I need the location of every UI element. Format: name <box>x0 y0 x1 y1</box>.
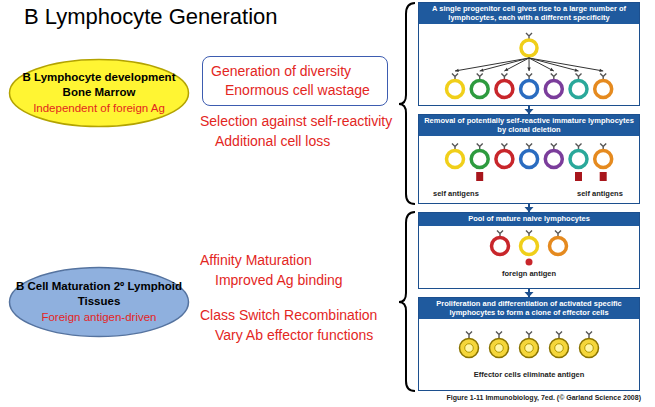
annotation-label: Additional cell loss <box>215 133 330 149</box>
outlined-box: Generation of diversityEnormous cell was… <box>202 56 388 106</box>
annotation-label: Class Switch Recombination <box>200 307 377 323</box>
lymphocyte <box>521 81 538 98</box>
curly-bracket <box>399 212 415 391</box>
lymphocyte <box>490 339 509 358</box>
ellipse-node: B Cell Maturation 2º Lymphoid TissuesFor… <box>8 266 190 338</box>
box-text: Generation of diversity <box>211 62 379 81</box>
cell-receptor <box>526 332 532 339</box>
annotation-label: Vary Ab effector functions <box>215 327 373 343</box>
foreign-antigen <box>526 259 533 266</box>
self-antigen <box>600 172 607 181</box>
cell-receptor <box>556 332 562 339</box>
panel-label: foreign antigen <box>419 269 639 278</box>
ellipse-node: B Lymphocyte development Bone MarrowInde… <box>8 58 190 128</box>
lymphocyte <box>520 339 539 358</box>
panel-label: self antigens <box>577 189 623 198</box>
flow-arrow <box>525 204 534 212</box>
ellipse-shape <box>10 268 189 337</box>
lymphocyte <box>550 339 569 358</box>
fan-arrowhead <box>550 68 554 71</box>
annotation-label: Improved Ag binding <box>215 272 343 288</box>
figure-panel: Pool of mature naive lymphocytes foreign … <box>418 212 640 289</box>
annotation-label: Selection against self-reactivity <box>200 113 392 129</box>
lymphocyte <box>496 81 513 98</box>
lymphocyte <box>545 81 562 98</box>
lymphocyte <box>447 81 464 98</box>
title: B Lymphocyte Generation <box>24 4 278 30</box>
fan-arrow <box>529 58 579 71</box>
flow-arrow <box>525 106 534 114</box>
lymphocyte <box>580 339 599 358</box>
fan-arrow <box>529 58 603 71</box>
curly-bracket <box>399 3 415 204</box>
lymphocyte <box>521 40 537 56</box>
ellipse-heading: B Lymphocyte development Bone Marrow <box>15 70 183 99</box>
lymphocyte <box>471 81 488 98</box>
lymphocyte <box>521 151 538 168</box>
cell-nucleus <box>495 344 504 353</box>
fan-arrowhead <box>455 69 459 72</box>
flow-arrow <box>525 289 534 297</box>
figure-panel: A single progenitor cell gives rise to a… <box>418 2 640 106</box>
panel-header: Proliferation and differentiation of act… <box>419 298 639 319</box>
fan-arrow <box>455 58 529 71</box>
panel-header: Removal of potentially self-reactive imm… <box>419 115 639 136</box>
cell-nucleus <box>525 344 534 353</box>
fan-arrowhead <box>527 67 530 71</box>
lymphocyte <box>471 151 488 168</box>
fan-arrowhead <box>480 68 484 71</box>
caption: Figure 1-11 Immunobiology, 7ed. (© Garla… <box>447 394 641 401</box>
cell-nucleus <box>465 344 474 353</box>
fan-arrow <box>480 58 529 71</box>
self-antigen <box>476 172 483 181</box>
cell-nucleus <box>555 344 564 353</box>
lymphocyte <box>570 81 587 98</box>
lymphocyte <box>496 151 513 168</box>
lymphocyte <box>595 81 612 98</box>
ellipse-subtitle: Independent of foreign Ag <box>33 101 165 115</box>
cell-receptor <box>496 332 502 339</box>
ellipse-subtitle: Foreign antigen-driven <box>41 310 156 324</box>
panel-label: self antigens <box>433 189 479 198</box>
cell-receptor <box>466 332 472 339</box>
cell-nucleus <box>585 344 594 353</box>
fan-arrowhead <box>575 68 579 71</box>
fan-arrowhead <box>599 69 603 72</box>
lymphocyte <box>570 151 587 168</box>
ellipse-heading: B Cell Maturation 2º Lymphoid Tissues <box>15 279 183 308</box>
figure-panel: Removal of potentially self-reactive imm… <box>418 114 640 204</box>
lymphocyte <box>550 238 567 255</box>
figure-panel: Proliferation and differentiation of act… <box>418 297 640 391</box>
fan-arrow <box>504 58 529 71</box>
fan-arrowhead <box>504 68 508 71</box>
ellipse-shape <box>10 60 189 127</box>
panel-label: Effector cells eliminate antigen <box>419 370 639 379</box>
lymphocyte <box>447 151 464 168</box>
annotation-label: Affinity Maturation <box>200 252 312 268</box>
lymphocyte <box>595 151 612 168</box>
lymphocyte <box>460 339 479 358</box>
self-antigen <box>575 172 582 181</box>
panel-header: Pool of mature naive lymphocytes <box>419 213 639 226</box>
panel-header: A single progenitor cell gives rise to a… <box>419 3 639 24</box>
lymphocyte <box>492 238 509 255</box>
cell-receptor <box>586 332 592 339</box>
box-text: Enormous cell wastage <box>225 81 379 100</box>
lymphocyte <box>521 238 538 255</box>
lymphocyte <box>545 151 562 168</box>
